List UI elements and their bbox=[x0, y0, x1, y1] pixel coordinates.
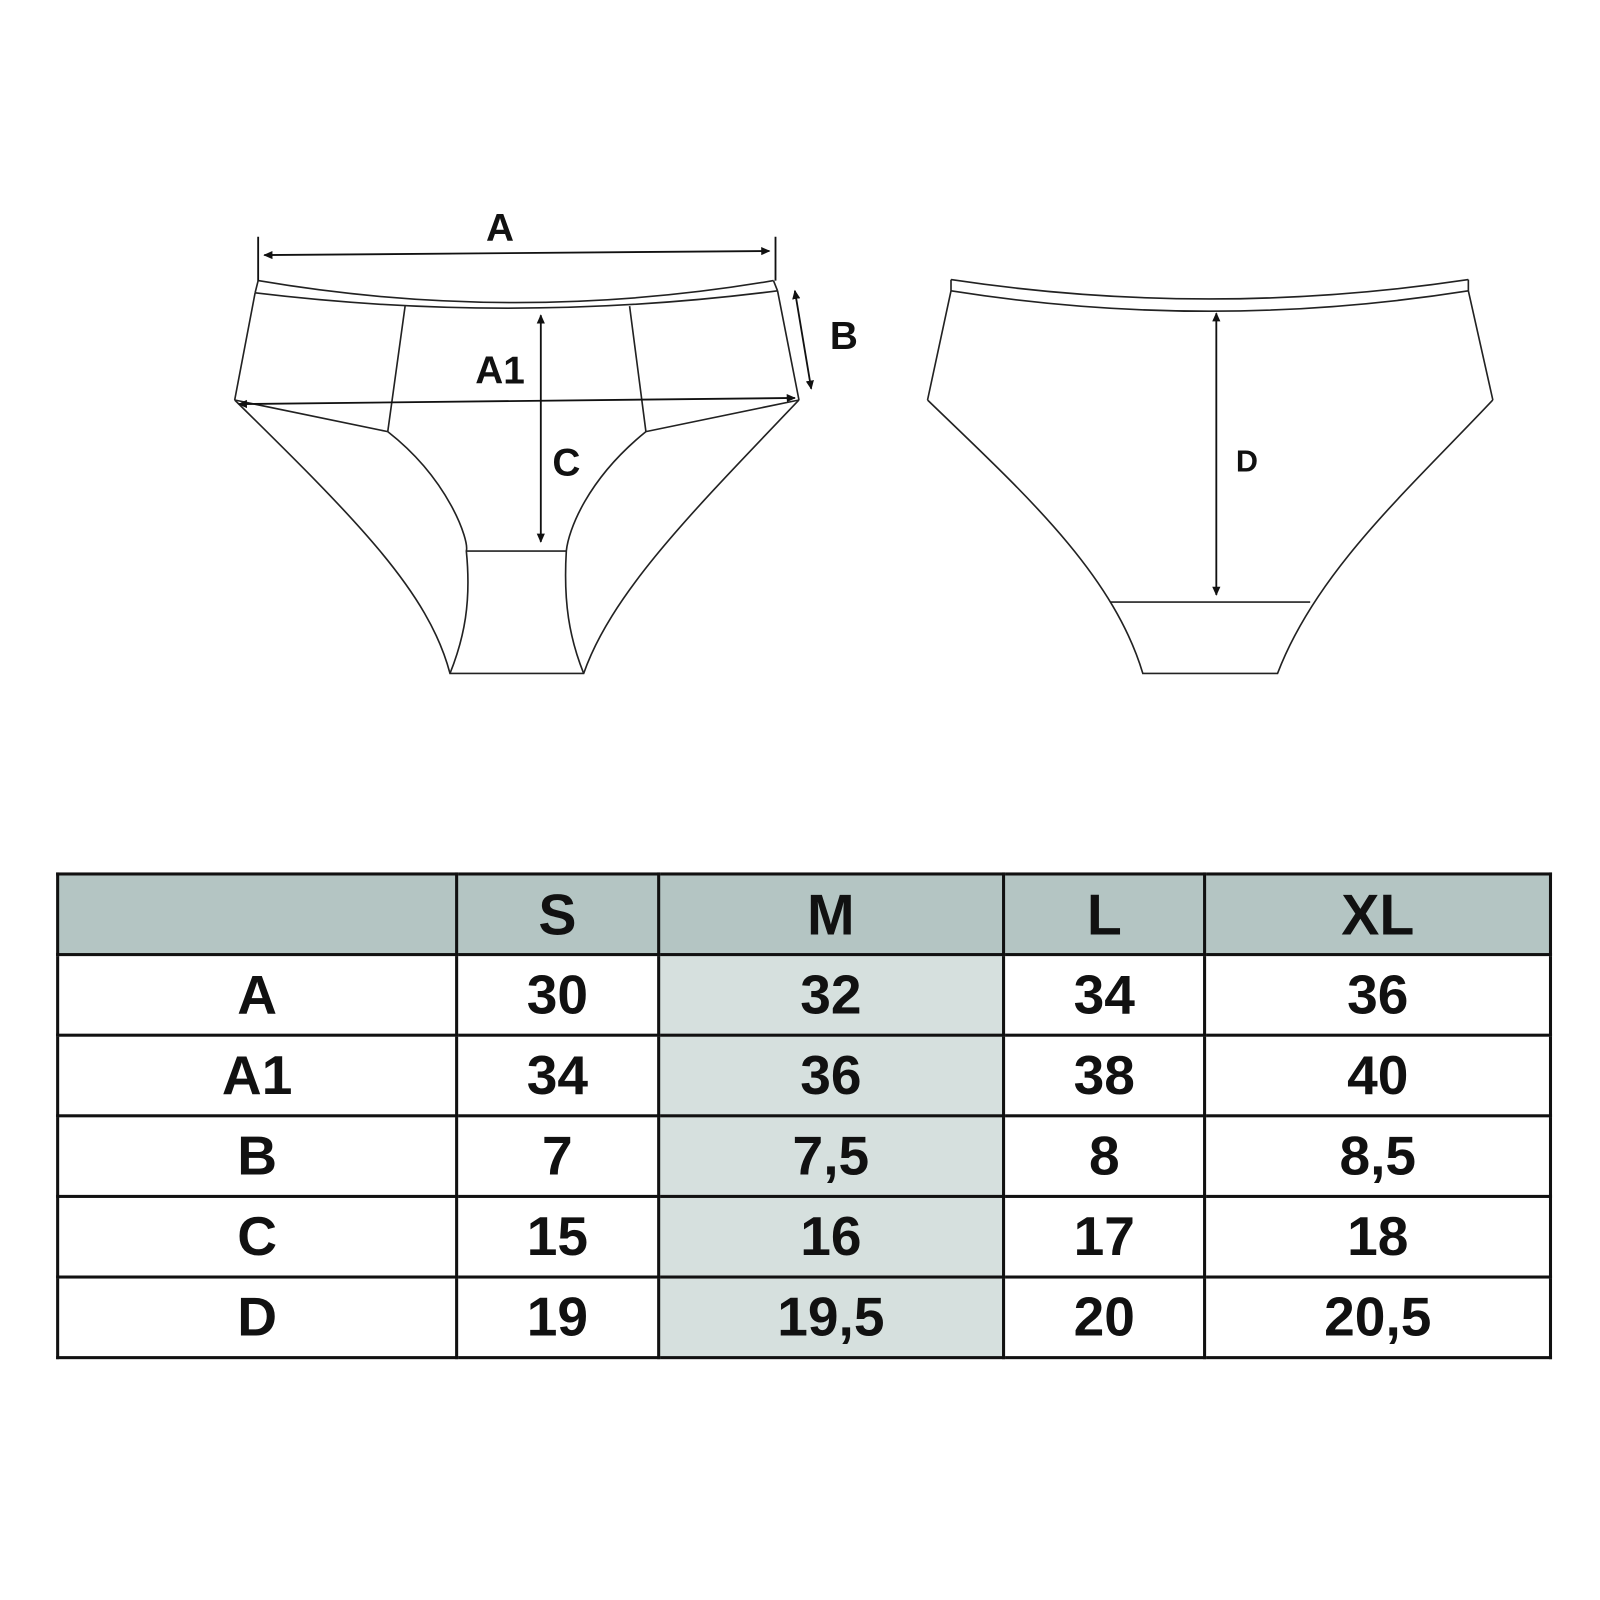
garment-diagram: A B A1 C D bbox=[233, 207, 1494, 675]
cell: 32 bbox=[656, 953, 1006, 1037]
row-label: B bbox=[56, 1114, 459, 1198]
row-label: A bbox=[56, 953, 459, 1037]
cell: 7 bbox=[455, 1114, 660, 1198]
cell: 30 bbox=[455, 953, 660, 1037]
front-view bbox=[233, 236, 814, 675]
row-label: A1 bbox=[56, 1033, 459, 1118]
label-b: B bbox=[830, 315, 858, 358]
cell: 19,5 bbox=[656, 1275, 1006, 1360]
cell: 17 bbox=[1002, 1194, 1207, 1279]
cell: 7,5 bbox=[656, 1114, 1006, 1198]
cell: 34 bbox=[455, 1033, 660, 1118]
cell: 15 bbox=[455, 1194, 660, 1279]
table-row: B 7 7,5 8 8,5 bbox=[56, 1114, 1553, 1198]
cell: 38 bbox=[1002, 1033, 1207, 1118]
cell: 40 bbox=[1203, 1033, 1553, 1118]
cell: 8,5 bbox=[1203, 1114, 1553, 1198]
header-l: L bbox=[1002, 872, 1207, 957]
table-row: A 30 32 34 36 bbox=[56, 953, 1553, 1037]
cell: 18 bbox=[1203, 1194, 1553, 1279]
row-label: D bbox=[56, 1275, 459, 1360]
label-a1: A1 bbox=[475, 350, 525, 393]
row-label: C bbox=[56, 1194, 459, 1279]
cell: 20,5 bbox=[1203, 1275, 1553, 1360]
header-s: S bbox=[455, 872, 660, 957]
header-m: M bbox=[656, 872, 1006, 957]
size-table: S M L XL A 30 32 34 36 A1 34 36 38 40 B … bbox=[56, 872, 1553, 1360]
header-xl: XL bbox=[1203, 872, 1553, 957]
label-c: C bbox=[552, 442, 580, 485]
cell: 36 bbox=[656, 1033, 1006, 1118]
label-d: D bbox=[1236, 444, 1258, 478]
cell: 36 bbox=[1203, 953, 1553, 1037]
table-header-row: S M L XL bbox=[56, 872, 1553, 957]
table-row: A1 34 36 38 40 bbox=[56, 1033, 1553, 1118]
table-row: C 15 16 17 18 bbox=[56, 1194, 1553, 1279]
label-a: A bbox=[486, 207, 514, 250]
measure-arrows bbox=[237, 236, 814, 543]
cell: 19 bbox=[455, 1275, 660, 1360]
table-row: D 19 19,5 20 20,5 bbox=[56, 1275, 1553, 1360]
cell: 34 bbox=[1002, 953, 1207, 1037]
cell: 16 bbox=[656, 1194, 1006, 1279]
cell: 20 bbox=[1002, 1275, 1207, 1360]
header-empty bbox=[56, 872, 459, 957]
back-view bbox=[926, 278, 1494, 675]
cell: 8 bbox=[1002, 1114, 1207, 1198]
